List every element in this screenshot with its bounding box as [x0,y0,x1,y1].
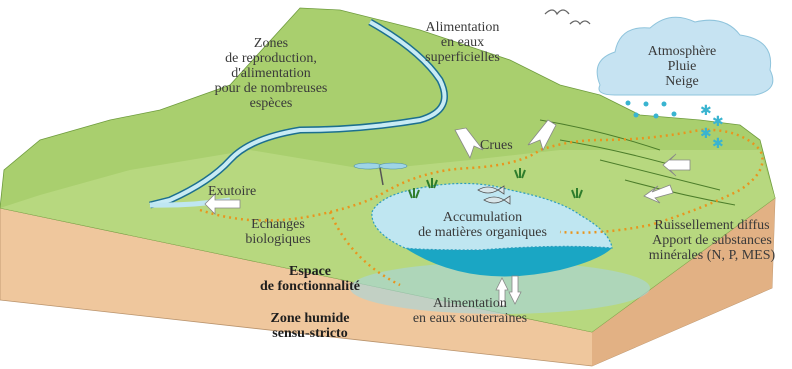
label-line: Exutoire [208,184,256,199]
label-line: Zones [196,36,346,51]
label-zone-humide: Zone humide sensu-stricto [250,311,370,341]
label-alim-sout: Alimentation en eaux souterraines [390,296,550,326]
svg-text:✱: ✱ [712,114,724,130]
label-accumulation: Accumulation de matières organiques [405,210,560,240]
label-line: superficielles [405,50,520,65]
label-line: en eaux [405,35,520,50]
label-line: Alimentation [405,20,520,35]
label-line: minérales (N, P, MES) [632,248,792,263]
label-line: en eaux souterraines [390,311,550,326]
label-line: Alimentation [390,296,550,311]
label-exutoire: Exutoire [208,184,256,199]
label-line: d'alimentation [196,66,346,81]
label-line: Atmosphère [627,44,737,59]
label-line: Zone humide [250,311,370,326]
label-line: Ruissellement diffus [632,218,792,233]
label-line: Accumulation [405,210,560,225]
label-line: biologiques [238,232,318,247]
birds-icon [545,10,590,24]
label-alim-sup: Alimentation en eaux superficielles [405,20,520,65]
label-line: Pluie [627,59,737,74]
label-crues: Crues [480,138,513,153]
label-line: Crues [480,138,513,153]
label-echanges: Echanges biologiques [238,217,318,247]
svg-text:✱: ✱ [700,103,712,119]
label-line: Echanges [238,217,318,232]
svg-text:✱: ✱ [712,136,724,152]
label-line: pour de nombreuses [196,81,346,96]
label-atmosphere: Atmosphère Pluie Neige [627,44,737,89]
label-line: de matières organiques [405,225,560,240]
label-line: Apport de substances [632,233,792,248]
label-line: de reproduction, [196,51,346,66]
label-line: Espace [250,264,370,279]
label-zones: Zones de reproduction, d'alimentation po… [196,36,346,111]
label-line: Neige [627,74,737,89]
label-espace: Espace de fonctionnalité [250,264,370,294]
label-line: sensu-stricto [250,326,370,341]
label-line: de fonctionnalité [250,279,370,294]
label-ruissellement: Ruissellement diffus Apport de substance… [632,218,792,263]
svg-text:✱: ✱ [700,126,712,142]
label-line: espèces [196,96,346,111]
